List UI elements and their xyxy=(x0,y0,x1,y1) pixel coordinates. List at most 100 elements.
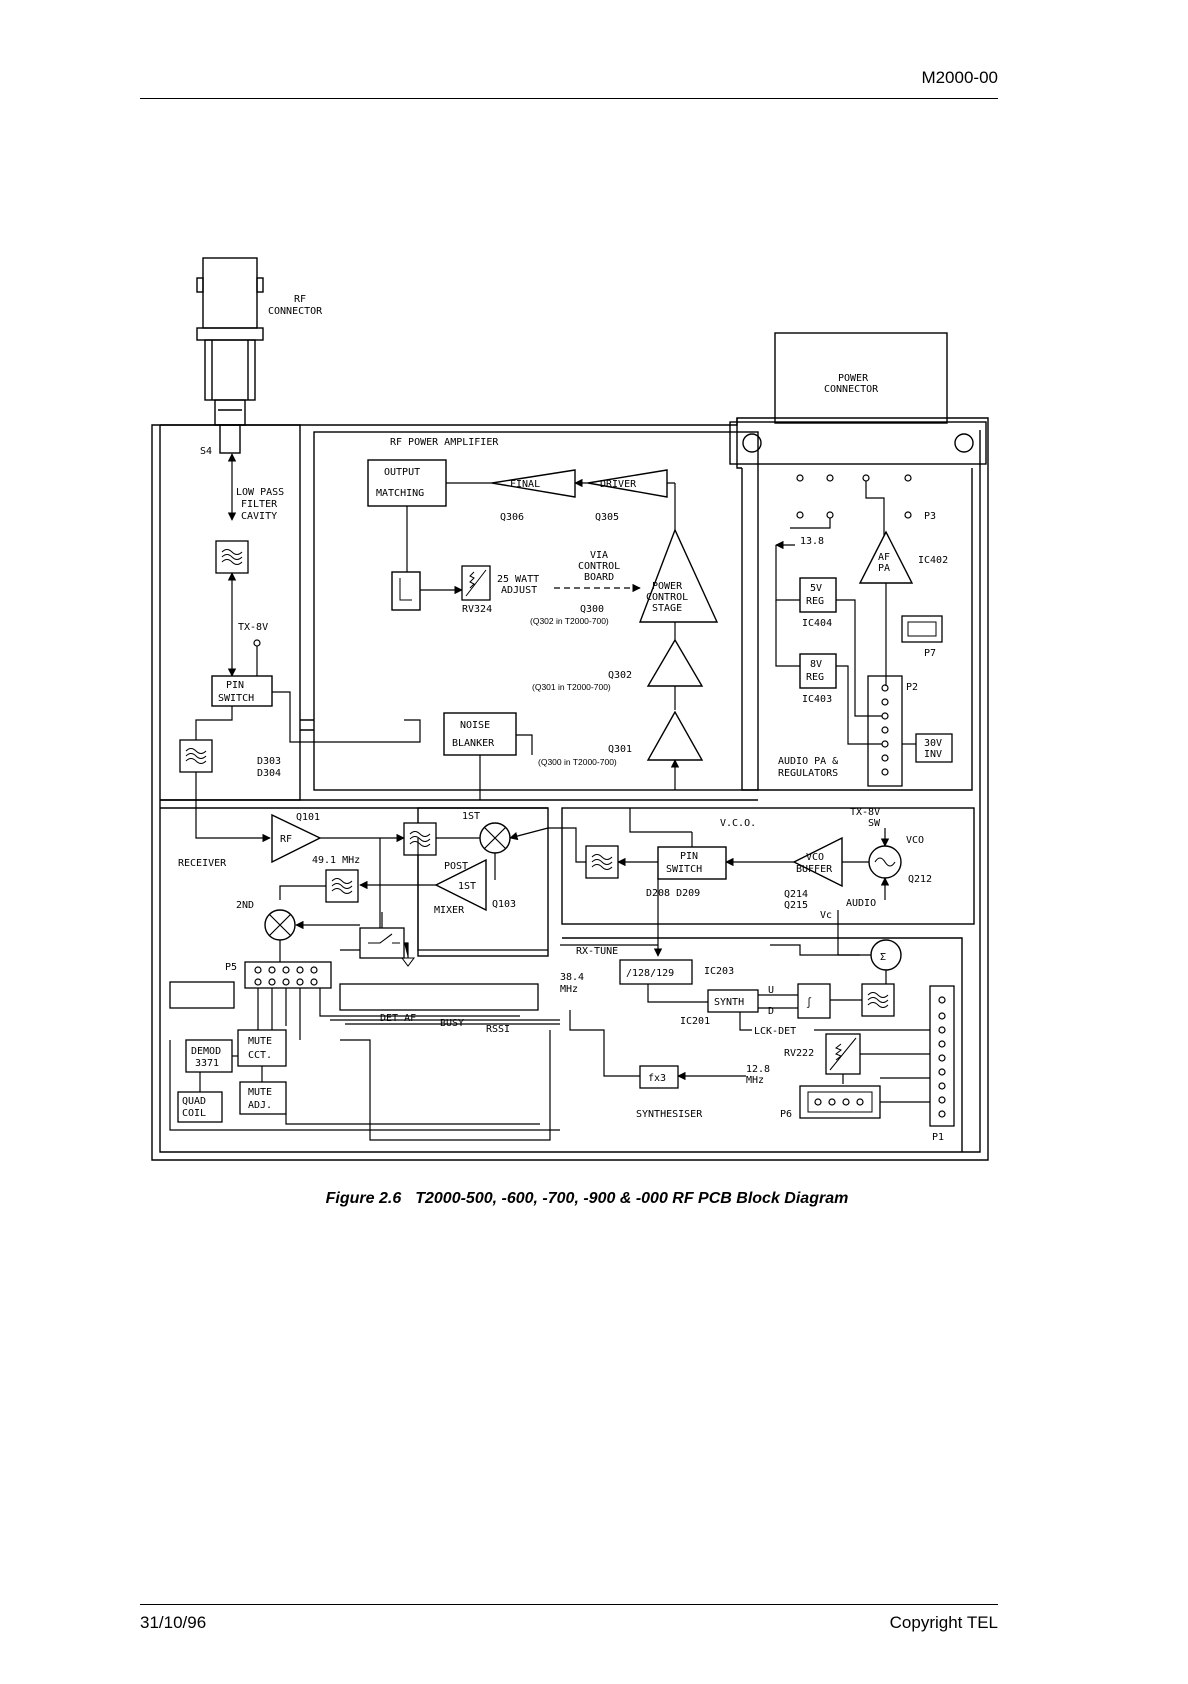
footer-date: 31/10/96 xyxy=(140,1613,207,1632)
sigma-symbol: Σ xyxy=(880,952,886,963)
p6-connector xyxy=(799,1085,881,1119)
diagram-label: AUDIO xyxy=(846,898,876,909)
p1-pins xyxy=(938,996,946,1118)
diagram-label: Q306 xyxy=(500,512,524,523)
p7-connector xyxy=(901,615,943,643)
diagram-label: Q305 xyxy=(595,512,619,523)
page-footer: 31/10/96 Copyright TEL xyxy=(140,1604,998,1632)
diagram-label: U xyxy=(768,985,774,996)
p3-pins xyxy=(796,474,912,519)
diagram-label: D304 xyxy=(257,768,281,779)
diagram-label: RV222 xyxy=(784,1048,814,1059)
figure-title: T2000-500, -600, -700, -900 & -000 RF PC… xyxy=(415,1190,849,1207)
diagram-label: (Q302 in T2000-700) xyxy=(530,616,609,626)
diagram-label: 5V xyxy=(810,583,822,594)
diagram-label: VCO xyxy=(906,835,924,846)
diagram-label: MIXER xyxy=(434,905,465,916)
mute-adj xyxy=(239,1081,287,1115)
diagram-label: /128/129 xyxy=(626,968,674,979)
diagram-label: D xyxy=(768,1006,774,1017)
diagram-label: IC404 xyxy=(802,618,832,629)
30v-inverter xyxy=(915,733,953,763)
diagram-label: ADJ. xyxy=(248,1100,272,1111)
diagram-label: RX-TUNE xyxy=(576,946,618,957)
diagram-label: D303 xyxy=(257,756,281,767)
diagram-label: POST xyxy=(444,861,468,872)
5v-regulator xyxy=(799,577,837,613)
diagram-label: P6 xyxy=(780,1109,792,1120)
diagram-label: PIN xyxy=(226,680,244,691)
diagram-label: 13.8 xyxy=(800,536,824,547)
integrator xyxy=(797,983,831,1019)
diagram-label: (Q300 in T2000-700) xyxy=(538,757,617,767)
diagram-label: MHz xyxy=(560,984,578,995)
diagram-label: 1ST xyxy=(462,811,480,822)
diagram-label: CCT. xyxy=(248,1050,272,1061)
diagram-label: Q302 xyxy=(608,670,632,681)
diagram-label: (Q301 in T2000-700) xyxy=(532,682,611,692)
diagram-label: 25 WATT xyxy=(497,574,539,585)
noise-blanker-box xyxy=(443,712,517,756)
diagram-label: RECEIVER xyxy=(178,858,227,869)
vco-pin-switch xyxy=(657,846,727,880)
document-code: M2000-00 xyxy=(921,68,998,87)
diagram-label: P5 xyxy=(225,962,237,973)
footer-copyright: Copyright TEL xyxy=(889,1613,998,1632)
diagram-label: IC201 xyxy=(680,1016,710,1027)
low-pass-label: LOW PASS xyxy=(236,487,284,498)
diagram-label: 30V xyxy=(924,738,942,749)
diagram-label: fx3 xyxy=(648,1073,666,1084)
vco-buffer xyxy=(792,836,843,888)
diagram-label: Q103 xyxy=(492,899,516,910)
diagram-label: IC203 xyxy=(704,966,734,977)
unlabelled-block xyxy=(169,981,235,1009)
diagram-label: MHz xyxy=(746,1075,764,1086)
diagram-label: CONTROL xyxy=(646,592,688,603)
diagram-label: RSSI xyxy=(486,1024,510,1035)
diagram-label: 8V xyxy=(810,659,822,670)
rf-connector xyxy=(196,257,264,454)
pin-switch-box xyxy=(211,675,273,707)
diagram-label: OUTPUT xyxy=(384,467,420,478)
diagram-label: MUTE xyxy=(248,1036,272,1047)
diagram-label: Q300 xyxy=(580,604,604,615)
diagram-label: STAGE xyxy=(652,603,682,614)
divider-128-129 xyxy=(619,959,693,985)
diagram-label: CONTROL xyxy=(578,561,620,572)
diagram-label: SYNTHESISER xyxy=(636,1109,703,1120)
diagram-label: PIN xyxy=(680,851,698,862)
diagram-label: D208 D209 xyxy=(646,888,700,899)
diagram-label: VIA xyxy=(590,550,608,561)
diagram-label: VCO xyxy=(806,852,824,863)
figure-number: Figure 2.6 xyxy=(325,1190,402,1207)
diagram-label: 1ST xyxy=(458,881,476,892)
data-bus xyxy=(339,983,539,1011)
diagram-label: QUAD xyxy=(182,1096,206,1107)
low-pass-filter-symbol xyxy=(215,540,249,574)
diagram-label: COIL xyxy=(182,1108,206,1119)
figure-caption: Figure 2.6 T2000-500, -600, -700, -900 & … xyxy=(0,1190,1188,1208)
power-connector xyxy=(729,332,987,465)
diagram-label: Q301 xyxy=(608,744,632,755)
power-control-stage xyxy=(638,528,719,623)
q301-amp xyxy=(646,710,704,761)
post-mixer-amp xyxy=(434,858,487,912)
diagram-label: BLANKER xyxy=(452,738,495,749)
rf-connector-label: RF xyxy=(294,294,306,305)
demod-3371 xyxy=(185,1039,233,1073)
diagram-label: SWITCH xyxy=(666,864,702,875)
mute-circuit xyxy=(237,1029,287,1067)
vco-section xyxy=(561,807,975,925)
diagram-label: REG xyxy=(806,672,824,683)
diagram-label: REGULATORS xyxy=(778,768,838,779)
diagram-label: INV xyxy=(924,749,942,760)
diagram-label: Vc xyxy=(820,910,832,921)
diagram-label: Q101 xyxy=(296,812,320,823)
diagram-label: P3 xyxy=(924,511,936,522)
diagram-label: AF xyxy=(878,552,890,563)
diagram-label: P7 xyxy=(924,648,936,659)
diagram-label: AUDIO PA & xyxy=(778,756,838,767)
rf-amp-q101 xyxy=(271,813,322,864)
rf-power-amp-title: RF POWER AMPLIFIER xyxy=(390,437,499,448)
